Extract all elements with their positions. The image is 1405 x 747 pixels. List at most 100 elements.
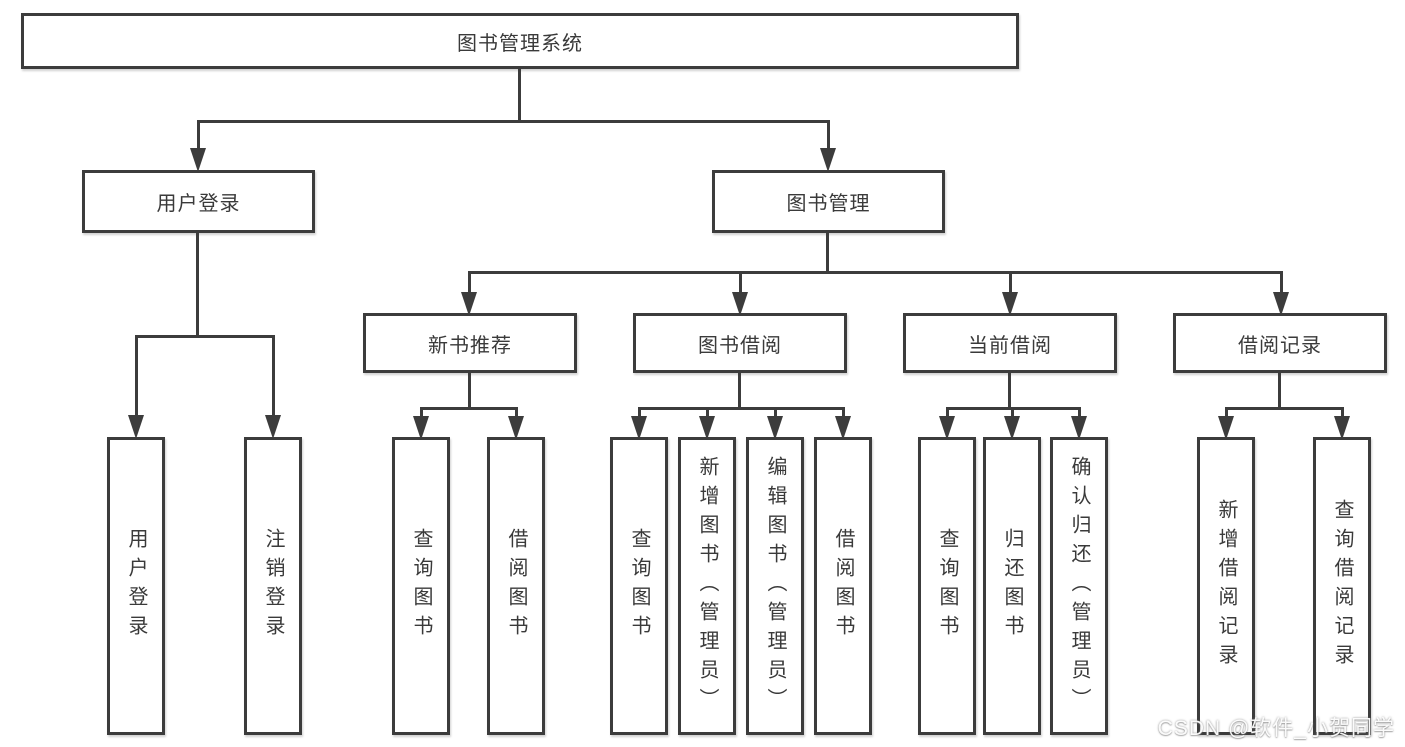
leaf-add-book-admin-label: 新增图书（管理员） <box>696 455 718 717</box>
connector-arrow <box>1002 271 1018 316</box>
node-book-borrow-label: 图书借阅 <box>698 334 782 357</box>
leaf-query-book-borrow: 查询图书 <box>610 437 668 735</box>
connector-arrow <box>461 271 477 316</box>
connector-arrow <box>128 335 144 439</box>
arrow-shaft <box>419 407 423 420</box>
leaf-query-borrow-record-label: 查询借阅记录 <box>1331 499 1353 673</box>
edge-root-stem <box>518 69 521 120</box>
node-book-management: 图书管理 <box>712 170 945 233</box>
leaf-confirm-return-admin-label: 确认归还（管理员） <box>1068 455 1090 717</box>
arrow-shaft <box>196 120 200 152</box>
arrow-shaft <box>841 407 845 420</box>
edge-current-borrow-stem <box>1008 373 1011 410</box>
connector-arrow <box>265 335 281 439</box>
node-new-book-recommend: 新书推荐 <box>363 313 577 373</box>
edge-user-login-bar <box>135 335 274 338</box>
arrow-shaft <box>1224 407 1228 420</box>
connector-arrow <box>732 271 748 316</box>
arrow-down-icon <box>190 148 206 172</box>
leaf-return-book-label: 归还图书 <box>1001 528 1023 644</box>
connector-arrow <box>1273 271 1289 316</box>
arrow-shaft <box>637 407 641 420</box>
arrow-down-icon <box>1004 416 1020 440</box>
connector-arrow <box>631 407 647 440</box>
arrow-shaft <box>705 407 709 420</box>
arrow-shaft <box>271 335 275 419</box>
edge-book-management-stem <box>826 233 829 274</box>
arrow-down-icon <box>820 148 836 172</box>
arrow-shaft <box>826 120 830 152</box>
edge-user-login-stem <box>196 233 199 338</box>
connector-arrow <box>939 407 955 440</box>
arrow-down-icon <box>939 416 955 440</box>
leaf-borrow-book-recommend: 借阅图书 <box>487 437 545 735</box>
leaf-logout: 注销登录 <box>244 437 302 735</box>
arrow-shaft <box>467 271 471 296</box>
leaf-query-book-recommend: 查询图书 <box>392 437 450 735</box>
edge-level3-bar <box>468 271 1282 274</box>
arrow-down-icon <box>835 416 851 440</box>
arrow-shaft <box>1008 271 1012 296</box>
csdn-watermark: CSDN @软件_小贺同学 <box>1157 717 1395 740</box>
arrow-down-icon <box>1273 292 1289 316</box>
leaf-return-book: 归还图书 <box>983 437 1041 735</box>
leaf-add-borrow-record-label: 新增借阅记录 <box>1215 499 1237 673</box>
leaf-user-login: 用户登录 <box>107 437 165 735</box>
edge-book-borrow-stem <box>738 373 741 410</box>
arrow-shaft <box>1010 407 1014 420</box>
leaf-query-book-current-label: 查询图书 <box>936 528 958 644</box>
leaf-borrow-book: 借阅图书 <box>814 437 872 735</box>
arrow-down-icon <box>767 416 783 440</box>
connector-arrow <box>1334 407 1350 440</box>
edge-book-borrow-bar <box>638 407 844 410</box>
arrow-shaft <box>773 407 777 420</box>
edge-new-book-stem <box>468 373 471 410</box>
arrow-down-icon <box>732 292 748 316</box>
edge-borrow-record-bar <box>1225 407 1343 410</box>
leaf-query-book-recommend-label: 查询图书 <box>410 528 432 644</box>
arrow-down-icon <box>1334 416 1350 440</box>
arrow-down-icon <box>413 416 429 440</box>
edge-level2-bar <box>197 120 830 123</box>
connector-arrow <box>820 120 836 172</box>
node-root-label: 图书管理系统 <box>457 32 583 55</box>
leaf-query-book-borrow-label: 查询图书 <box>628 528 650 644</box>
node-user-login: 用户登录 <box>82 170 315 233</box>
leaf-query-book-current: 查询图书 <box>918 437 976 735</box>
connector-arrow <box>413 407 429 440</box>
connector-arrow <box>1004 407 1020 440</box>
leaf-edit-book-admin: 编辑图书（管理员） <box>746 437 804 735</box>
leaf-user-login-label: 用户登录 <box>125 528 147 644</box>
arrow-down-icon <box>128 415 144 439</box>
arrow-down-icon <box>508 416 524 440</box>
leaf-borrow-book-recommend-label: 借阅图书 <box>505 528 527 644</box>
node-borrow-record: 借阅记录 <box>1173 313 1387 373</box>
edge-new-book-bar <box>420 407 517 410</box>
arrow-shaft <box>1340 407 1344 420</box>
arrow-down-icon <box>1071 416 1087 440</box>
leaf-confirm-return-admin: 确认归还（管理员） <box>1050 437 1108 735</box>
connector-arrow <box>835 407 851 440</box>
arrow-shaft <box>1077 407 1081 420</box>
connector-arrow <box>190 120 206 172</box>
node-borrow-record-label: 借阅记录 <box>1238 334 1322 357</box>
node-book-borrow: 图书借阅 <box>633 313 847 373</box>
arrow-shaft <box>738 271 742 296</box>
node-current-borrow: 当前借阅 <box>903 313 1117 373</box>
arrow-shaft <box>945 407 949 420</box>
arrow-shaft <box>134 335 138 419</box>
arrow-down-icon <box>1002 292 1018 316</box>
connector-arrow <box>508 407 524 440</box>
leaf-edit-book-admin-label: 编辑图书（管理员） <box>764 455 786 717</box>
node-book-management-label: 图书管理 <box>786 193 871 215</box>
leaf-add-borrow-record: 新增借阅记录 <box>1197 437 1255 735</box>
arrow-down-icon <box>1218 416 1234 440</box>
arrow-down-icon <box>265 415 281 439</box>
edge-borrow-record-stem <box>1278 373 1281 410</box>
arrow-shaft <box>514 407 518 420</box>
node-current-borrow-label: 当前借阅 <box>968 334 1052 357</box>
connector-arrow <box>1071 407 1087 440</box>
connector-arrow <box>1218 407 1234 440</box>
connector-arrow <box>699 407 715 440</box>
